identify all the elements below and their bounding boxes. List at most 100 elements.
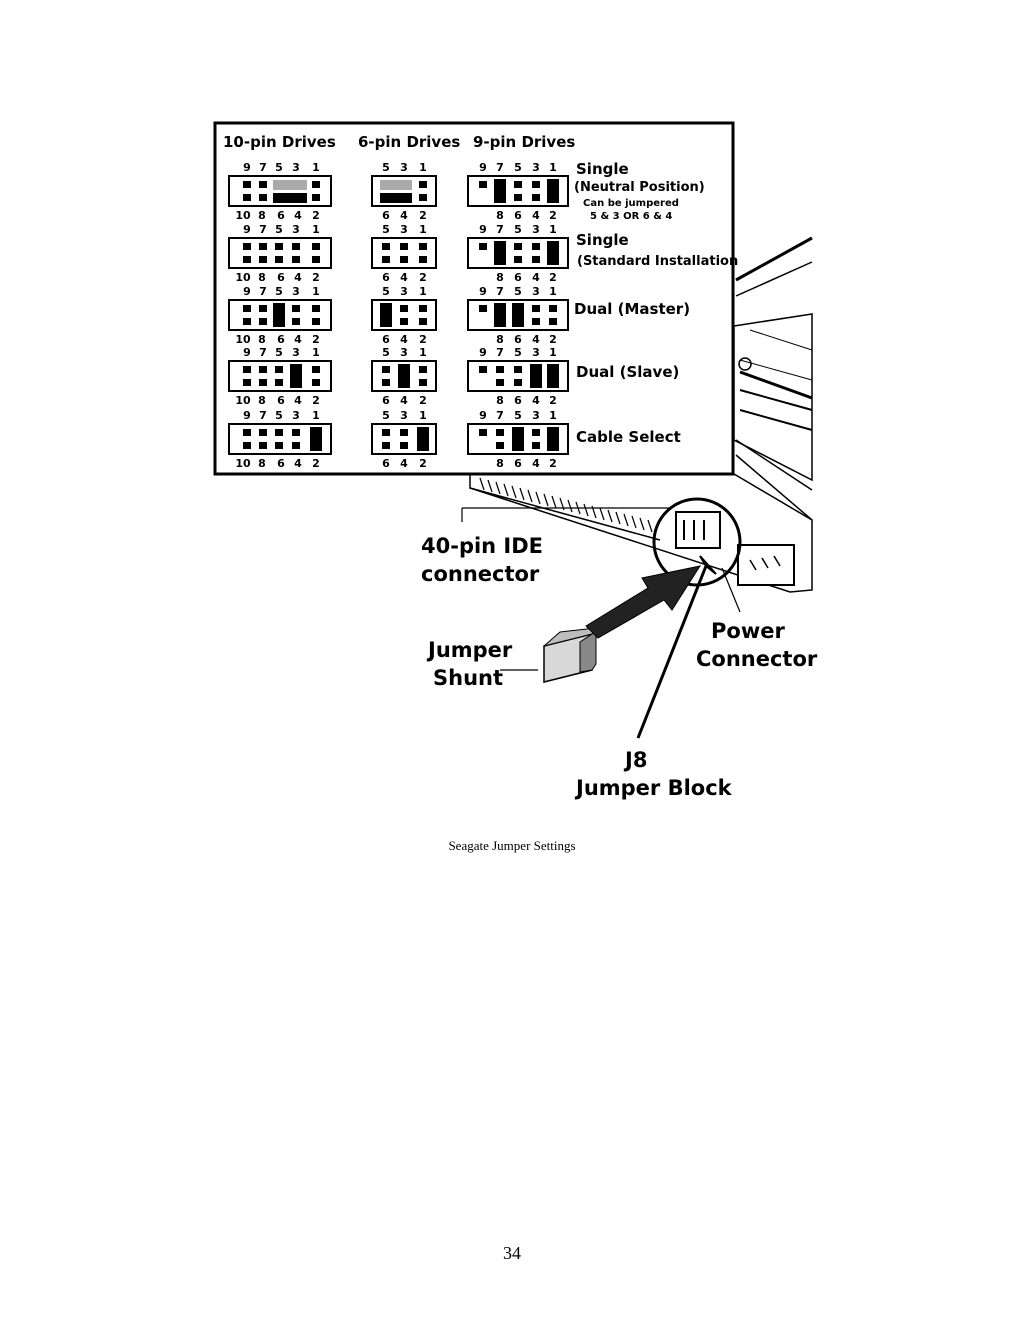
setting-label-cable-select: Cable Select bbox=[576, 428, 681, 446]
pin-number: 2 bbox=[549, 457, 557, 470]
pin bbox=[532, 305, 540, 312]
j8-arrow-head bbox=[699, 555, 717, 575]
pin bbox=[382, 366, 390, 373]
pin-number: 5 bbox=[514, 161, 522, 174]
pin bbox=[292, 442, 300, 449]
pin bbox=[292, 429, 300, 436]
power-connector-label-line1: Power bbox=[711, 619, 785, 643]
pin-number: 1 bbox=[419, 409, 427, 422]
pin-number: 4 bbox=[294, 394, 302, 407]
pin bbox=[479, 366, 487, 373]
power-connector-label-line2: Connector bbox=[696, 647, 818, 671]
pin-number: 3 bbox=[400, 161, 408, 174]
pin-number: 6 bbox=[382, 209, 390, 222]
pin-number: 3 bbox=[532, 346, 540, 359]
setting-label-single-standard: Single bbox=[576, 231, 629, 249]
pin-number: 6 bbox=[514, 333, 522, 346]
pin bbox=[259, 256, 267, 263]
ide-connector-label-line2: connector bbox=[421, 562, 540, 586]
pin-number: 8 bbox=[496, 209, 504, 222]
jumper-shunt-mark bbox=[494, 241, 506, 265]
pin-number: 5 bbox=[275, 223, 283, 236]
pin-number: 8 bbox=[258, 457, 266, 470]
pin-number: 8 bbox=[258, 394, 266, 407]
ten-pin-jumper-block bbox=[228, 237, 332, 269]
header-6-pin: 6-pin Drives bbox=[358, 133, 460, 151]
setting-sublabel-neutral: (Neutral Position) bbox=[574, 180, 705, 195]
pin-number: 1 bbox=[549, 409, 557, 422]
pin-number: 1 bbox=[312, 346, 320, 359]
pin bbox=[479, 181, 487, 188]
pin-number: 4 bbox=[294, 457, 302, 470]
page-number: 34 bbox=[503, 1243, 521, 1263]
pin-number: 9 bbox=[243, 161, 251, 174]
pin-number: 9 bbox=[479, 223, 487, 236]
pin-number: 8 bbox=[258, 209, 266, 222]
pin-number: 4 bbox=[532, 209, 540, 222]
pin-number: 5 bbox=[382, 223, 390, 236]
pin-number: 7 bbox=[496, 285, 504, 298]
pin-number: 6 bbox=[514, 209, 522, 222]
jumper-shunt-mark bbox=[380, 193, 412, 203]
pin bbox=[292, 243, 300, 250]
pin-number: 1 bbox=[419, 161, 427, 174]
pin bbox=[419, 243, 427, 250]
pin-number: 3 bbox=[292, 346, 300, 359]
pin-number: 3 bbox=[292, 161, 300, 174]
pin-number: 6 bbox=[277, 209, 285, 222]
jumper-shunt-mark bbox=[310, 427, 322, 451]
six-pin-jumper-block bbox=[371, 237, 437, 269]
pin-number: 6 bbox=[277, 271, 285, 284]
pin bbox=[514, 194, 522, 201]
pin-number: 2 bbox=[549, 394, 557, 407]
pin bbox=[259, 181, 267, 188]
pin-number: 1 bbox=[549, 285, 557, 298]
jumper-shunt-mark bbox=[512, 427, 524, 451]
pin-number: 3 bbox=[532, 409, 540, 422]
pin-number: 8 bbox=[496, 457, 504, 470]
pin bbox=[532, 256, 540, 263]
pin-number: 7 bbox=[259, 346, 267, 359]
pin-number: 1 bbox=[312, 161, 320, 174]
pin-number: 1 bbox=[549, 161, 557, 174]
pin-number: 2 bbox=[312, 333, 320, 346]
pin-number: 2 bbox=[419, 457, 427, 470]
pin bbox=[549, 305, 557, 312]
pin bbox=[312, 379, 320, 386]
pin-number: 4 bbox=[400, 333, 408, 346]
header-10-pin: 10-pin Drives bbox=[223, 133, 336, 151]
pin bbox=[479, 243, 487, 250]
pin-number: 7 bbox=[259, 223, 267, 236]
pin bbox=[275, 442, 283, 449]
pin bbox=[419, 194, 427, 201]
pin bbox=[259, 305, 267, 312]
pin-number: 3 bbox=[400, 285, 408, 298]
pin-number: 7 bbox=[496, 409, 504, 422]
jumper-shunt-mark bbox=[547, 179, 559, 203]
pin-number: 8 bbox=[258, 333, 266, 346]
pin-number: 2 bbox=[419, 271, 427, 284]
setting-label-single-neutral: Single bbox=[576, 160, 629, 178]
pin-number: 5 bbox=[382, 285, 390, 298]
pin bbox=[382, 379, 390, 386]
figure-caption: Seagate Jumper Settings bbox=[448, 838, 576, 853]
jumper-shunt-mark bbox=[417, 427, 429, 451]
pin-number: 10 bbox=[235, 333, 251, 346]
pin-number: 9 bbox=[243, 223, 251, 236]
pin-number: 1 bbox=[312, 285, 320, 298]
pin bbox=[419, 181, 427, 188]
pin-number: 1 bbox=[419, 223, 427, 236]
pin bbox=[419, 256, 427, 263]
pin bbox=[382, 256, 390, 263]
jumper-shunt-mark bbox=[398, 364, 410, 388]
pin bbox=[312, 305, 320, 312]
pin-number: 8 bbox=[496, 394, 504, 407]
jumper-shunt-mark bbox=[530, 364, 542, 388]
pin-number: 3 bbox=[292, 409, 300, 422]
pin-number: 7 bbox=[259, 285, 267, 298]
pin-number: 6 bbox=[514, 271, 522, 284]
pin bbox=[312, 181, 320, 188]
pin bbox=[496, 379, 504, 386]
